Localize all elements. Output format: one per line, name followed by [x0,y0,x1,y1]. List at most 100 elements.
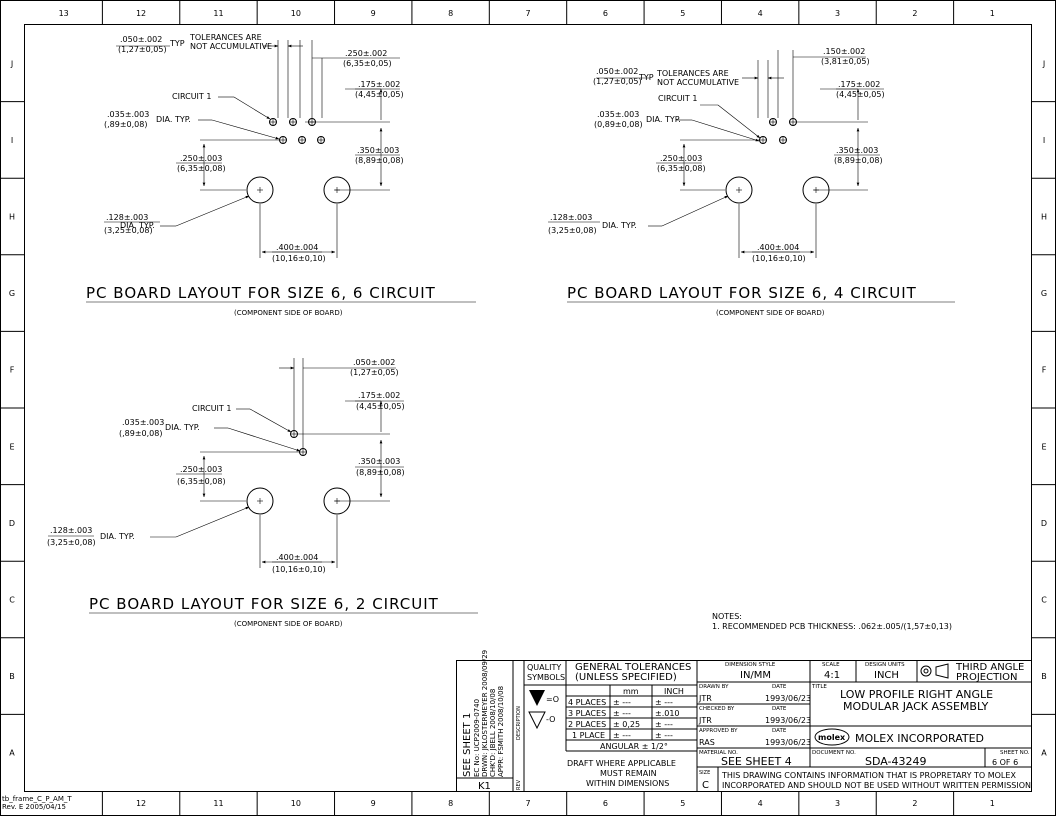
view-2-circuit: .050±.002 (1,27±0,05) .175±.002 (4,45±0,… [47,358,478,628]
svg-text:.350±.003: .350±.003 [357,146,399,155]
notes: NOTES: 1. RECOMMENDED PCB THICKNESS: .06… [712,612,952,631]
svg-text:PROJECTION: PROJECTION [956,672,1018,683]
svg-text:(UNLESS SPECIFIED): (UNLESS SPECIFIED) [575,672,677,683]
svg-text:INCORPORATED AND SHOULD NOT BE: INCORPORATED AND SHOULD NOT BE USED WITH… [722,781,1031,790]
svg-text:2 PLACES: 2 PLACES [568,720,606,729]
column-label: 9 [371,799,376,808]
svg-text:.175±.002: .175±.002 [358,80,400,89]
svg-text:QUALITY: QUALITY [527,663,561,672]
svg-text:(10,16±0,10): (10,16±0,10) [272,565,326,574]
svg-text:DIA. TYP.: DIA. TYP. [602,221,637,230]
row-label: C [9,596,15,605]
column-label: 5 [680,9,685,18]
svg-text:DIA. TYP.: DIA. TYP. [156,115,191,124]
svg-text:(4,45±0,05): (4,45±0,05) [356,402,405,411]
svg-text:(,89±0,08): (,89±0,08) [104,120,147,129]
drawing-title-line-2: MODULAR JACK ASSEMBLY [843,700,989,713]
company-name: MOLEX INCORPORATED [855,732,984,745]
row-label: G [1041,289,1047,298]
svg-text:1993/06/23: 1993/06/23 [765,716,811,725]
view-4-circuit: .050±.002 (1,27±0,05) TYP TOLERANCES ARE… [548,47,955,317]
svg-text:DIA. TYP.: DIA. TYP. [120,221,155,230]
svg-text:SYMBOLS: SYMBOLS [527,673,565,682]
row-label: E [1041,442,1046,451]
frame-id: tb_frame_C_P_AM_T [2,795,72,803]
row-label: B [9,672,15,681]
svg-text:DATE: DATE [772,706,787,712]
svg-text:1993/06/23: 1993/06/23 [765,694,811,703]
view-subtitle: (COMPONENT SIDE OF BOARD) [716,309,825,317]
column-label: 6 [603,799,608,808]
svg-text:.035±.003: .035±.003 [107,110,149,119]
svg-text:± ---: ± --- [655,698,673,707]
svg-text:4 PLACES: 4 PLACES [568,698,606,707]
svg-text:SHEET NO.: SHEET NO. [1000,750,1030,756]
svg-text:DATE: DATE [772,684,787,690]
svg-text:WITHIN DIMENSIONS: WITHIN DIMENSIONS [586,779,669,788]
column-label: 10 [291,9,301,18]
svg-text:.150±.002: .150±.002 [823,47,865,56]
svg-text:DIMENSION STYLE: DIMENSION STYLE [725,662,776,668]
third-angle-projection-icon [920,663,949,679]
svg-text:± ---: ± --- [613,698,631,707]
svg-text:TOLERANCES ARE: TOLERANCES ARE [189,33,262,42]
svg-text:.050±.002: .050±.002 [596,67,638,76]
view-title: PC BOARD LAYOUT FOR SIZE 6, 2 CIRCUIT [89,595,439,613]
row-label: C [1041,596,1047,605]
svg-text:± ---: ± --- [655,731,673,740]
svg-text:DIA. TYP.: DIA. TYP. [100,532,135,541]
svg-text:3 PLACES: 3 PLACES [568,709,606,718]
svg-text:TYP: TYP [169,39,185,48]
svg-text:DESIGN UNITS: DESIGN UNITS [865,662,905,668]
mounting-holes [246,487,351,515]
column-label: 10 [291,799,301,808]
pin-holes [290,430,307,456]
row-label: J [1042,59,1045,68]
svg-text:SCALE: SCALE [822,662,840,668]
svg-text:DOCUMENT NO.: DOCUMENT NO. [812,750,856,756]
svg-text:(8,89±0,08): (8,89±0,08) [356,468,405,477]
view-subtitle: (COMPONENT SIDE OF BOARD) [234,620,343,628]
svg-text:JTR: JTR [698,694,712,703]
mounting-holes [725,176,830,204]
column-label: 4 [758,799,763,808]
svg-text:CHK'D: JBELL 2008/10/08: CHK'D: JBELL 2008/10/08 [489,689,497,777]
svg-text:CHECKED BY: CHECKED BY [699,706,735,712]
svg-text:DRAWN BY: DRAWN BY [699,684,729,690]
column-label: 8 [448,9,453,18]
svg-text:.050±.002: .050±.002 [120,35,162,44]
row-label: D [1041,519,1047,528]
svg-text:APPROVED BY: APPROVED BY [699,728,738,734]
drawing-title-line-1: LOW PROFILE RIGHT ANGLE [840,688,993,701]
svg-text:TITLE: TITLE [811,684,827,690]
column-label: 7 [525,9,530,18]
svg-text:CIRCUIT 1: CIRCUIT 1 [658,94,697,103]
svg-text:MATERIAL NO.: MATERIAL NO. [699,750,738,756]
svg-text:.250±.002: .250±.002 [345,49,387,58]
view-subtitle: (COMPONENT SIDE OF BOARD) [234,309,343,317]
svg-text:.250±.003: .250±.003 [660,154,702,163]
svg-text:-O: -O [546,715,555,724]
svg-text:.175±.002: .175±.002 [838,80,880,89]
svg-text:1 PLACE: 1 PLACE [572,731,605,740]
svg-text:IN/MM: IN/MM [740,670,771,681]
column-label: 1 [990,9,995,18]
svg-text:.050±.002: .050±.002 [353,358,395,367]
svg-text:.350±.003: .350±.003 [358,457,400,466]
sheet-number: 6 OF 6 [992,758,1018,767]
dimension-lines [104,40,400,258]
svg-text:(8,89±0,08): (8,89±0,08) [355,156,404,165]
view-title: PC BOARD LAYOUT FOR SIZE 6, 4 CIRCUIT [567,284,917,302]
column-label: 5 [680,799,685,808]
svg-text:(6,35±0,08): (6,35±0,08) [177,477,226,486]
svg-text:SEE SHEET 1: SEE SHEET 1 [462,713,473,777]
column-label: 11 [213,799,223,808]
svg-text:(1,27±0,05): (1,27±0,05) [350,368,399,377]
row-label: I [11,136,13,145]
svg-text:SEE SHEET 4: SEE SHEET 4 [721,755,792,768]
svg-text:RAS: RAS [699,738,715,747]
svg-text:DESCRIPTION: DESCRIPTION [516,706,522,740]
quality-symbol-critical [529,690,545,706]
svg-text:.350±.003: .350±.003 [836,146,878,155]
